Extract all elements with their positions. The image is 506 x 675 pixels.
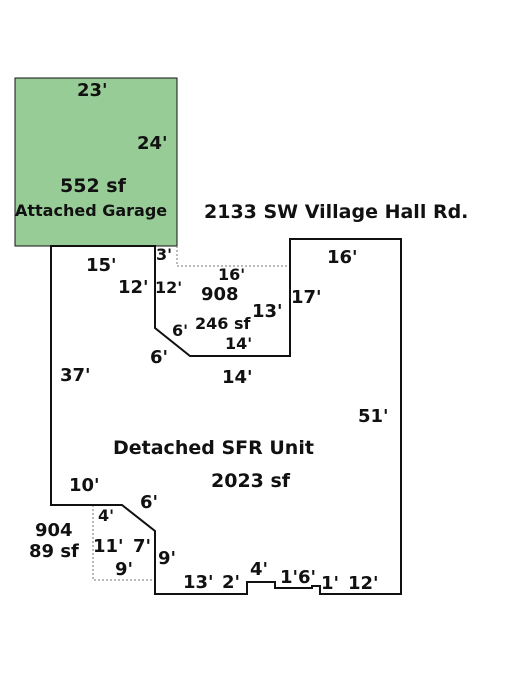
- sfr-dim-notch-small: 3': [156, 245, 172, 264]
- garage-dim-top: 23': [77, 80, 108, 101]
- sfr-dim-right: 51': [358, 406, 389, 427]
- sfr-area: 2023 sf: [211, 470, 291, 492]
- area-908-dim-top: 16': [218, 265, 245, 284]
- sfr-dim-notch-right: 17': [291, 287, 322, 308]
- sfr-dim-step-left: 10': [69, 475, 100, 496]
- area-908-code: 908: [201, 284, 239, 305]
- area-904-area: 89 sf: [29, 541, 79, 562]
- sfr-dim-notch-bottom: 14': [222, 367, 253, 388]
- area-904-dim-right: 7': [133, 536, 151, 557]
- sfr-dim-bottom-b: 2': [222, 572, 240, 593]
- sfr-dim-notch-left: 12': [118, 277, 149, 298]
- area-904-code: 904: [35, 520, 73, 541]
- sfr-dim-left-lower: 9': [158, 548, 176, 569]
- sfr-dim-bottom-c: 4': [250, 559, 268, 580]
- area-908-dim-bottom: 14': [225, 334, 252, 353]
- sfr-outline: [50, 238, 402, 595]
- area-908-dim-diag: 6': [172, 321, 188, 340]
- sfr-dim-bottom-e: 6': [298, 567, 316, 588]
- address-label: 2133 SW Village Hall Rd.: [204, 201, 468, 223]
- area-904-dim-bottom: 9': [115, 559, 133, 580]
- area-908-dotted-edge: [176, 246, 290, 267]
- garage-area: 552 sf: [60, 175, 127, 197]
- sfr-dim-left: 37': [60, 365, 91, 386]
- sfr-dim-notch-diag: 6': [150, 347, 168, 368]
- area-908-dim-right: 13': [252, 301, 283, 322]
- attached-garage-area: [14, 77, 178, 247]
- sfr-dim-bottom-a: 13': [183, 572, 214, 593]
- sfr-dim-diag-left: 6': [140, 492, 158, 513]
- garage-name: Attached Garage: [15, 201, 167, 220]
- sfr-name: Detached SFR Unit: [113, 437, 314, 459]
- area-908-dim-left: 12': [155, 278, 182, 297]
- area-904-dotted-edge: [92, 505, 155, 581]
- sfr-dim-bottom-f: 1': [321, 573, 339, 594]
- sfr-dim-top-right: 16': [327, 247, 358, 268]
- sfr-dim-top-left: 15': [86, 255, 117, 276]
- area-904-dim-left: 11': [93, 536, 124, 557]
- area-904-dim-top: 4': [98, 506, 114, 525]
- sfr-dim-bottom-right: 12': [348, 573, 379, 594]
- area-908-area: 246 sf: [195, 314, 251, 333]
- garage-dim-side: 24': [137, 133, 168, 154]
- sfr-dim-bottom-d: 1': [280, 567, 298, 588]
